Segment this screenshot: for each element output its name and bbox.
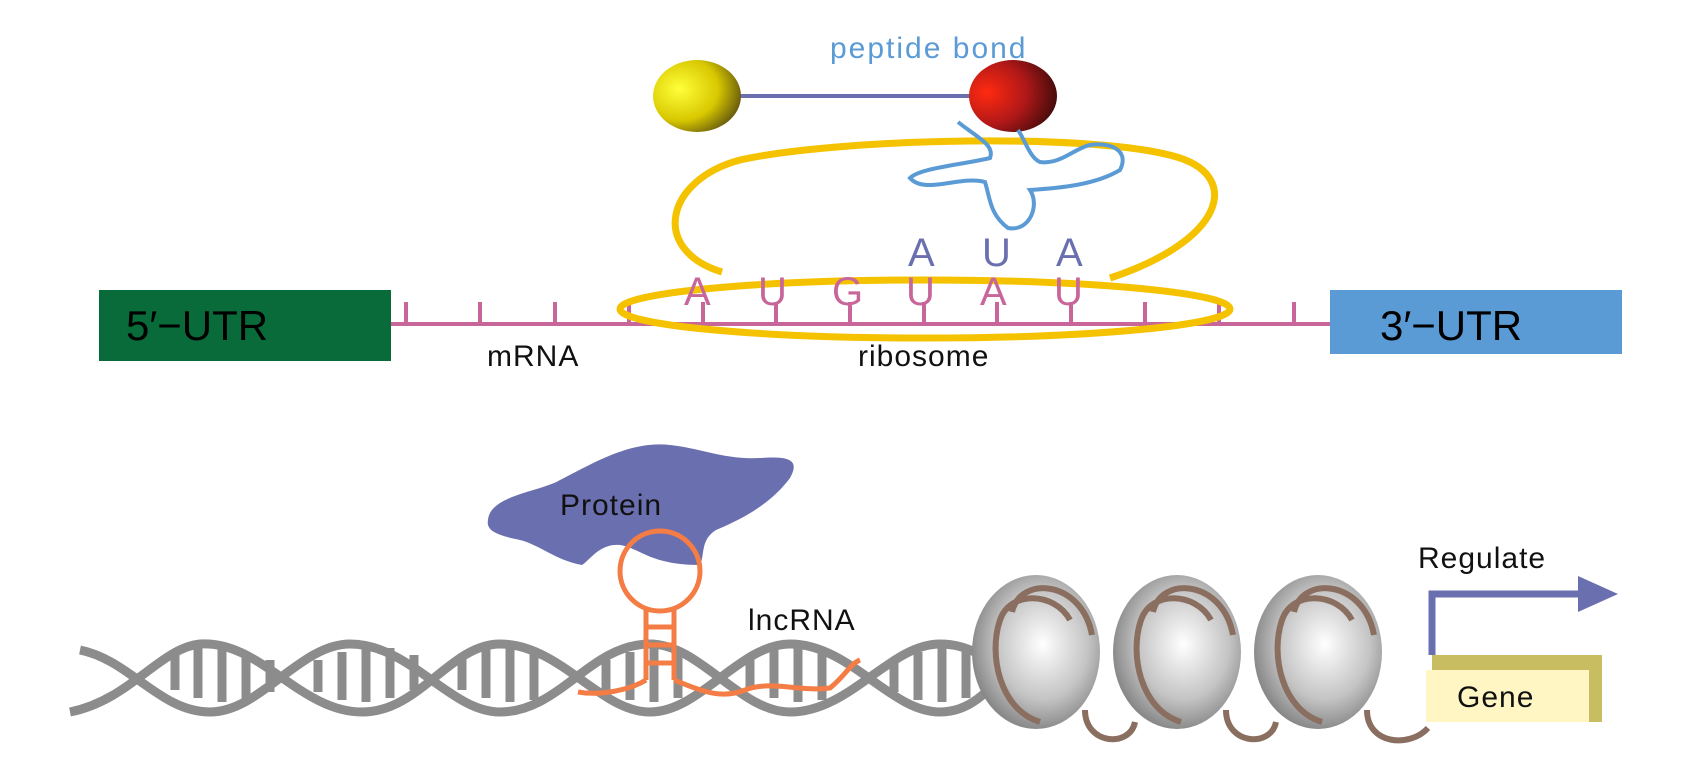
codon-letter: U <box>1054 270 1083 314</box>
lncrna-label: lncRNA <box>748 604 856 637</box>
linker-dna <box>1223 709 1279 743</box>
utr5-box <box>99 290 391 361</box>
wrap-arc <box>1291 585 1377 636</box>
regulation-panel: Protein lncRNA <box>69 444 1618 744</box>
utr3-box <box>1330 290 1622 354</box>
histone-dna-wrap <box>992 585 1431 744</box>
codon-letter: U <box>906 270 935 314</box>
linker-dna <box>1082 709 1138 743</box>
ribosome-label: ribosome <box>858 340 989 373</box>
wrap-arc <box>1009 585 1095 636</box>
lncrna-tail <box>673 657 862 697</box>
regulate-arrow-head <box>1578 576 1618 612</box>
codon-letter: A <box>980 270 1007 314</box>
wrap-arc <box>1133 595 1214 725</box>
lncrna <box>577 528 862 697</box>
linker-dna <box>1364 709 1431 744</box>
anticodon-letter: U <box>982 231 1011 275</box>
protein-label: Protein <box>560 489 662 522</box>
amino-acid-yellow <box>653 60 741 132</box>
lncrna-loop <box>617 528 703 614</box>
trna <box>907 120 1125 231</box>
regulate-label: Regulate <box>1418 542 1546 575</box>
protein-blob <box>487 444 794 565</box>
gene-label: Gene <box>1457 681 1534 714</box>
dna-strand <box>78 639 1009 717</box>
ribosome-small-subunit <box>616 276 1234 342</box>
anticodon-letter: A <box>908 231 935 275</box>
dna-strand <box>69 639 1009 717</box>
anticodon-letter: A <box>1056 231 1083 275</box>
codon-letter: U <box>758 270 787 314</box>
dna-helix <box>69 639 1009 717</box>
dna-rungs <box>170 648 971 702</box>
translation-panel: peptide bond A U A A U G <box>99 32 1622 373</box>
ribosome <box>671 137 1219 282</box>
utr3-label: 3′−UTR <box>1380 302 1522 349</box>
wrap-arc <box>992 595 1073 725</box>
utr5-label: 5′−UTR <box>126 302 268 349</box>
wrap-arc <box>1274 595 1355 725</box>
nucleosomes <box>972 575 1431 744</box>
amino-acid-red <box>969 60 1057 132</box>
lncrna-tail <box>577 677 648 696</box>
wrap-arc <box>1150 585 1236 636</box>
mrna-label: mRNA <box>487 340 579 373</box>
gene-box <box>1426 670 1589 722</box>
regulate-arrow-line <box>1428 590 1580 655</box>
codon-letter: G <box>832 270 863 314</box>
codon-letter: A <box>684 270 711 314</box>
peptide-bond-label: peptide bond <box>830 32 1028 65</box>
